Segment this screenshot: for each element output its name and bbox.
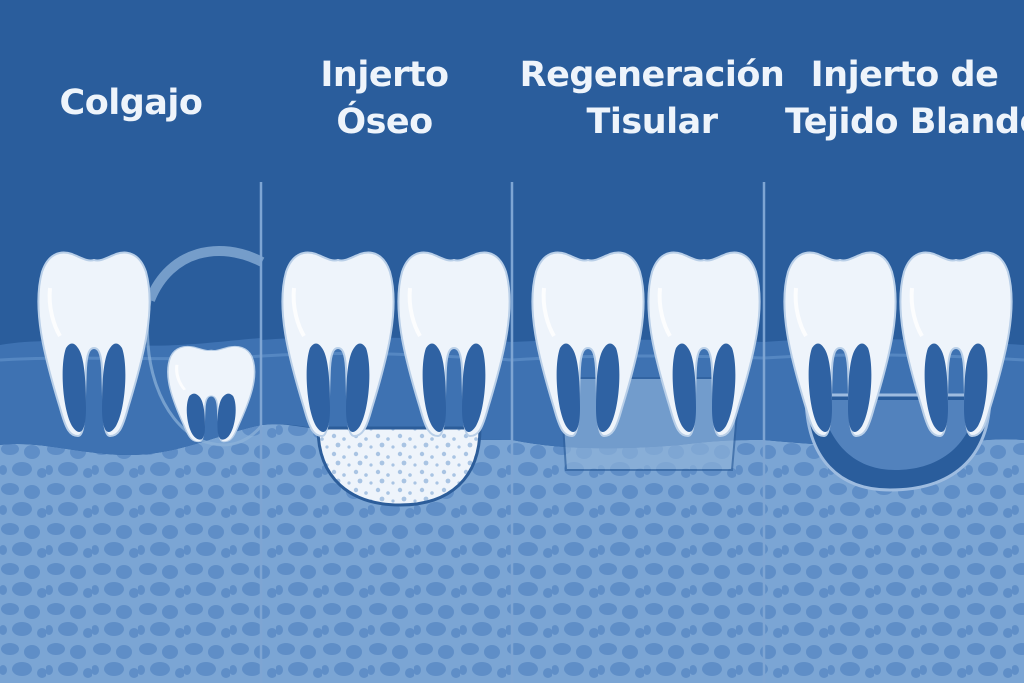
title-line: Tejido Blando — [785, 102, 1024, 142]
panel-title-colgajo: Colgajo — [0, 80, 262, 127]
panel-title-regeneracion-tisular: Regeneración Tisular — [507, 52, 797, 146]
title-line: Óseo — [336, 102, 433, 142]
panel-title-injerto-tejido-blando: Injerto de Tejido Blando — [785, 52, 1024, 146]
panel-title-injerto-oseo: Injerto Óseo — [257, 52, 512, 146]
title-line: Tisular — [586, 102, 719, 142]
title-line: Injerto — [320, 55, 449, 95]
title-line: Colgajo — [59, 83, 203, 123]
title-line: Injerto de — [810, 55, 999, 95]
title-line: Regeneración — [519, 55, 785, 95]
